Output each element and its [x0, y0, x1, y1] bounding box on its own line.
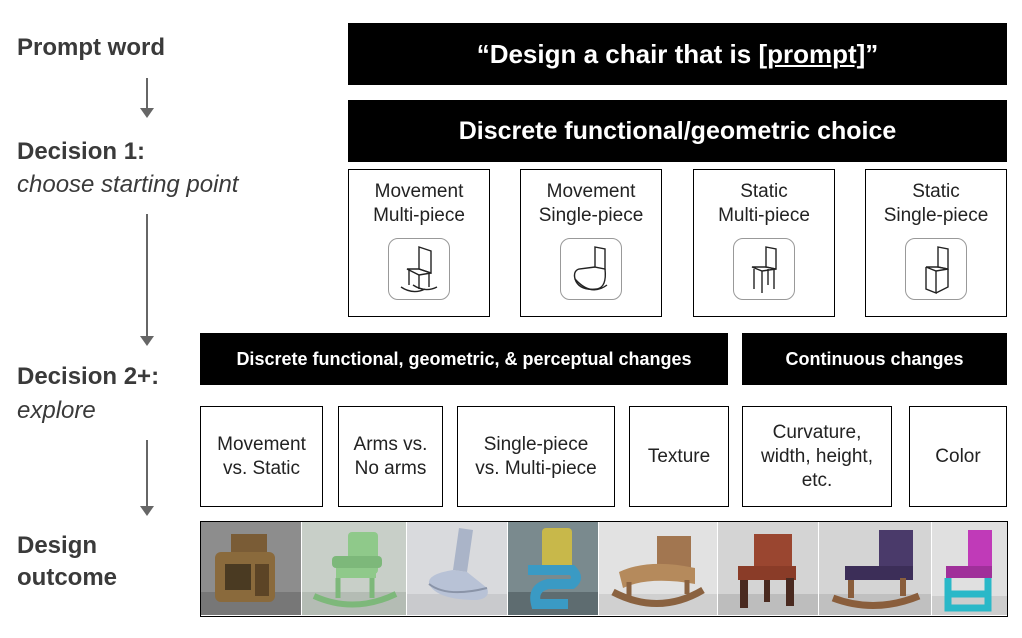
arrow-down-icon — [140, 214, 154, 346]
choice-line1: Static — [740, 181, 788, 202]
option-line1: Movement — [217, 433, 306, 455]
arrow-down-icon — [140, 440, 154, 516]
option-line2: width, height, — [761, 445, 873, 467]
option-arms-vs-no-arms[interactable]: Arms vs. No arms — [338, 406, 443, 507]
option-line3: etc. — [801, 469, 833, 491]
design-outcome-strip — [200, 521, 1008, 617]
purple-rocking-chair-render — [819, 522, 931, 615]
decision2-subtitle: explore — [17, 397, 96, 424]
option-line2: vs. Multi-piece — [475, 457, 597, 479]
prompt-bar-prefix: “Design a chair that is — [476, 38, 759, 69]
option-line1: Texture — [647, 445, 711, 467]
rocking-multi-piece-chair-icon — [388, 238, 450, 300]
prompt-word-label: Prompt word — [17, 34, 165, 61]
design-outcome-label-line1: Design — [17, 532, 98, 559]
option-color[interactable]: Color — [909, 406, 1007, 507]
red-brick-multi-piece-chair-render — [718, 522, 818, 615]
prompt-keyword: [prompt] — [758, 38, 866, 69]
discrete-changes-bar: Discrete functional, geometric, & percep… — [200, 333, 728, 385]
magenta-cyan-chair-render — [932, 522, 1007, 615]
starting-point-static-single-piece[interactable]: Static Single-piece — [865, 169, 1007, 317]
continuous-changes-bar: Continuous changes — [742, 333, 1007, 385]
option-curvature-width-height[interactable]: Curvature, width, height, etc. — [742, 406, 892, 507]
starting-point-static-multi-piece[interactable]: Static Multi-piece — [693, 169, 835, 317]
prompt-bar: “Design a chair that is [prompt] ” — [348, 23, 1007, 85]
decision2-label: Decision 2+: — [17, 363, 160, 390]
choice-line2: Multi-piece — [373, 205, 465, 226]
green-rocking-armchair-render — [302, 522, 406, 615]
option-line1: Color — [935, 445, 981, 467]
choice-line2: Single-piece — [883, 205, 989, 226]
arrow-down-icon — [140, 78, 154, 118]
gray-single-piece-chair-render — [407, 522, 507, 615]
decision1-label: Decision 1: — [17, 138, 146, 165]
choice-line2: Multi-piece — [718, 205, 810, 226]
option-single-vs-multi-piece[interactable]: Single-piece vs. Multi-piece — [457, 406, 615, 507]
option-line2: vs. Static — [222, 457, 301, 479]
option-line2: No arms — [354, 457, 427, 479]
wood-grain-rocking-chair-render — [599, 522, 717, 615]
option-texture[interactable]: Texture — [629, 406, 729, 507]
option-line1: Curvature, — [772, 421, 862, 443]
prompt-bar-suffix: ” — [865, 38, 879, 69]
decision1-subtitle: choose starting point — [17, 171, 239, 198]
option-movement-vs-static[interactable]: Movement vs. Static — [200, 406, 323, 507]
rocking-single-piece-chair-icon — [560, 238, 622, 300]
choice-line1: Movement — [374, 181, 464, 202]
choice-line1: Static — [912, 181, 960, 202]
choice-line2: Single-piece — [538, 205, 644, 226]
yellow-blue-cantilever-chair-render — [508, 522, 598, 615]
choice-line1: Movement — [546, 181, 636, 202]
design-outcome-label-line2: outcome — [17, 564, 118, 591]
wood-block-armchair-render — [201, 522, 301, 615]
starting-point-movement-single-piece[interactable]: Movement Single-piece — [520, 169, 662, 317]
static-single-piece-chair-icon — [905, 238, 967, 300]
option-line1: Single-piece — [483, 433, 589, 455]
option-line1: Arms vs. — [353, 433, 428, 455]
starting-point-movement-multi-piece[interactable]: Movement Multi-piece — [348, 169, 490, 317]
decision1-bar: Discrete functional/geometric choice — [348, 100, 1007, 162]
static-multi-piece-chair-icon — [733, 238, 795, 300]
